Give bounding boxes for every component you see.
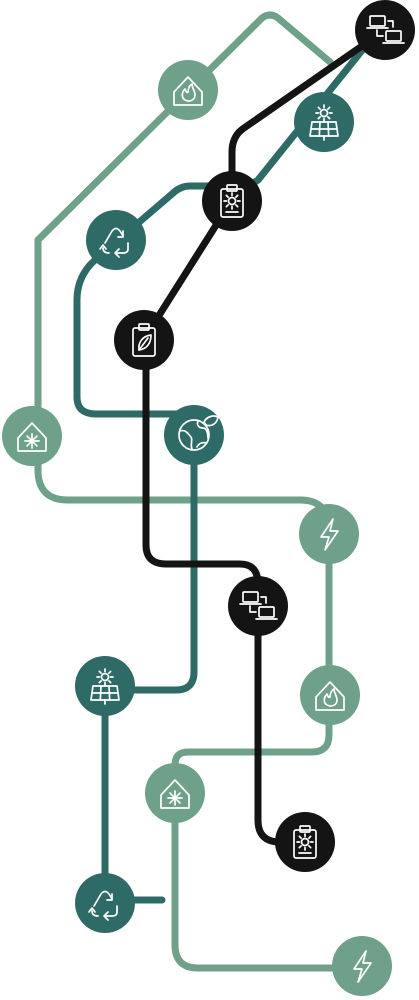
node-clipboard-sun-top xyxy=(202,171,262,231)
globe-icon xyxy=(178,415,219,451)
node-computers-top-disc xyxy=(355,0,415,60)
node-clipboard-sun-top-disc xyxy=(202,171,262,231)
node-solar-top xyxy=(294,92,354,152)
node-clipboard-leaf-disc xyxy=(114,310,174,370)
node-bolt-bottom-disc xyxy=(332,936,392,996)
route-lines xyxy=(34,11,392,972)
flame-house-icon xyxy=(315,681,345,711)
node-snow-house-left xyxy=(2,406,62,466)
node-computers-mid-disc xyxy=(228,576,288,636)
recycle-icon xyxy=(88,890,118,921)
node-globe-disc xyxy=(164,405,224,465)
solar-panel-icon xyxy=(309,104,339,141)
light-route-b xyxy=(34,11,334,244)
lightning-icon xyxy=(353,950,372,983)
node-flame-house-top xyxy=(158,60,218,120)
node-computers-mid xyxy=(228,576,288,636)
recycle-icon xyxy=(99,227,129,258)
node-bolt-bottom xyxy=(332,936,392,996)
node-bolt-mid xyxy=(299,504,359,564)
node-globe xyxy=(164,405,224,465)
node-recycle-top xyxy=(86,210,146,270)
node-clipboard-sun-bottom-disc xyxy=(275,812,335,872)
node-bolt-mid-disc xyxy=(299,504,359,564)
node-solar-bottom xyxy=(75,656,135,716)
clipboard-sun-icon xyxy=(220,184,244,218)
light-route-a xyxy=(34,236,364,972)
node-recycle-bottom xyxy=(75,873,135,933)
lightning-icon xyxy=(320,518,339,551)
node-snow-house-mid xyxy=(145,763,205,823)
flame-house-icon xyxy=(173,76,203,106)
node-computers-top xyxy=(355,0,415,60)
clipboard-leaf-icon xyxy=(132,323,156,357)
dark-route xyxy=(142,24,392,846)
clipboard-sun-icon xyxy=(293,825,317,859)
node-recycle-bottom-disc xyxy=(75,873,135,933)
computers-icon xyxy=(239,591,278,620)
snowflake-house-icon xyxy=(17,422,47,452)
node-recycle-top-disc xyxy=(86,210,146,270)
node-clipboard-sun-bottom xyxy=(275,812,335,872)
node-flame-house-mid xyxy=(300,665,360,725)
computers-icon xyxy=(366,15,405,44)
node-clipboard-leaf xyxy=(114,310,174,370)
snowflake-house-icon xyxy=(160,779,190,809)
solar-panel-icon xyxy=(90,668,120,705)
